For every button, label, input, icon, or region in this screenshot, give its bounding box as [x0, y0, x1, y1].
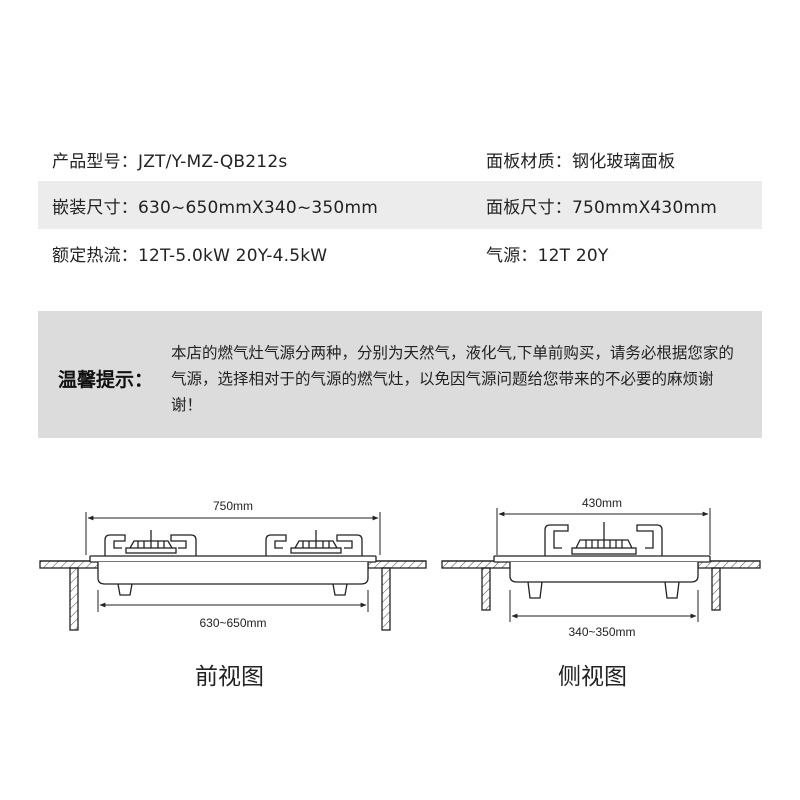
side-foot-left — [527, 581, 543, 599]
countertop-right — [367, 560, 427, 569]
side-burner — [544, 522, 663, 556]
spec-gas-source: 气源：12T 20Y — [486, 245, 609, 266]
cabinet-wall-left — [69, 567, 79, 631]
front-view-diagram — [39, 512, 427, 631]
side-view-diagram — [441, 508, 761, 622]
notice-label: 温馨提示： — [58, 369, 154, 391]
front-foot-left — [117, 583, 133, 596]
front-cutout-width-label: 630~650mm — [199, 616, 266, 630]
side-panel — [493, 555, 711, 563]
side-view-caption: 侧视图 — [558, 664, 627, 690]
spec-row-model: 产品型号：JZT/Y-MZ-QB212s 面板材质：钢化玻璃面板 — [38, 135, 762, 183]
front-left-burner — [104, 530, 197, 556]
side-cabinet-wall-left — [481, 567, 491, 611]
front-foot-right — [332, 583, 348, 596]
spec-row-cutout: 嵌装尺寸：630~650mmX340~350mm 面板尺寸：750mmX430m… — [38, 181, 762, 229]
front-right-burner — [265, 530, 363, 556]
side-foot-right — [664, 581, 680, 599]
notice-box: 温馨提示： 本店的燃气灶气源分两种，分别为天然气，液化气,下单前购买，请务必根据… — [38, 311, 762, 438]
side-panel-depth-label: 430mm — [582, 496, 622, 510]
side-cabinet-wall-right — [711, 567, 721, 611]
countertop-left — [39, 560, 99, 569]
side-cutout-depth-label: 340~350mm — [568, 625, 635, 639]
spec-cutout-size: 嵌装尺寸：630~650mmX340~350mm — [52, 197, 378, 218]
front-body — [97, 562, 369, 585]
spec-panel-material: 面板材质：钢化玻璃面板 — [486, 151, 676, 172]
side-body — [509, 562, 699, 583]
spec-row-heat: 额定热流：12T-5.0kW 20Y-4.5kW 气源：12T 20Y — [38, 229, 762, 277]
front-panel-width-label: 750mm — [213, 499, 253, 513]
front-panel — [89, 555, 377, 563]
spec-heat-flow: 额定热流：12T-5.0kW 20Y-4.5kW — [52, 245, 328, 266]
spec-model: 产品型号：JZT/Y-MZ-QB212s — [52, 151, 288, 172]
cabinet-wall-right — [381, 567, 391, 631]
spec-panel-size: 面板尺寸：750mmX430mm — [486, 197, 717, 218]
notice-text: 本店的燃气灶气源分两种，分别为天然气，液化气,下单前购买，请务必根据您家的气源，… — [171, 344, 734, 414]
front-view-caption: 前视图 — [195, 664, 264, 690]
